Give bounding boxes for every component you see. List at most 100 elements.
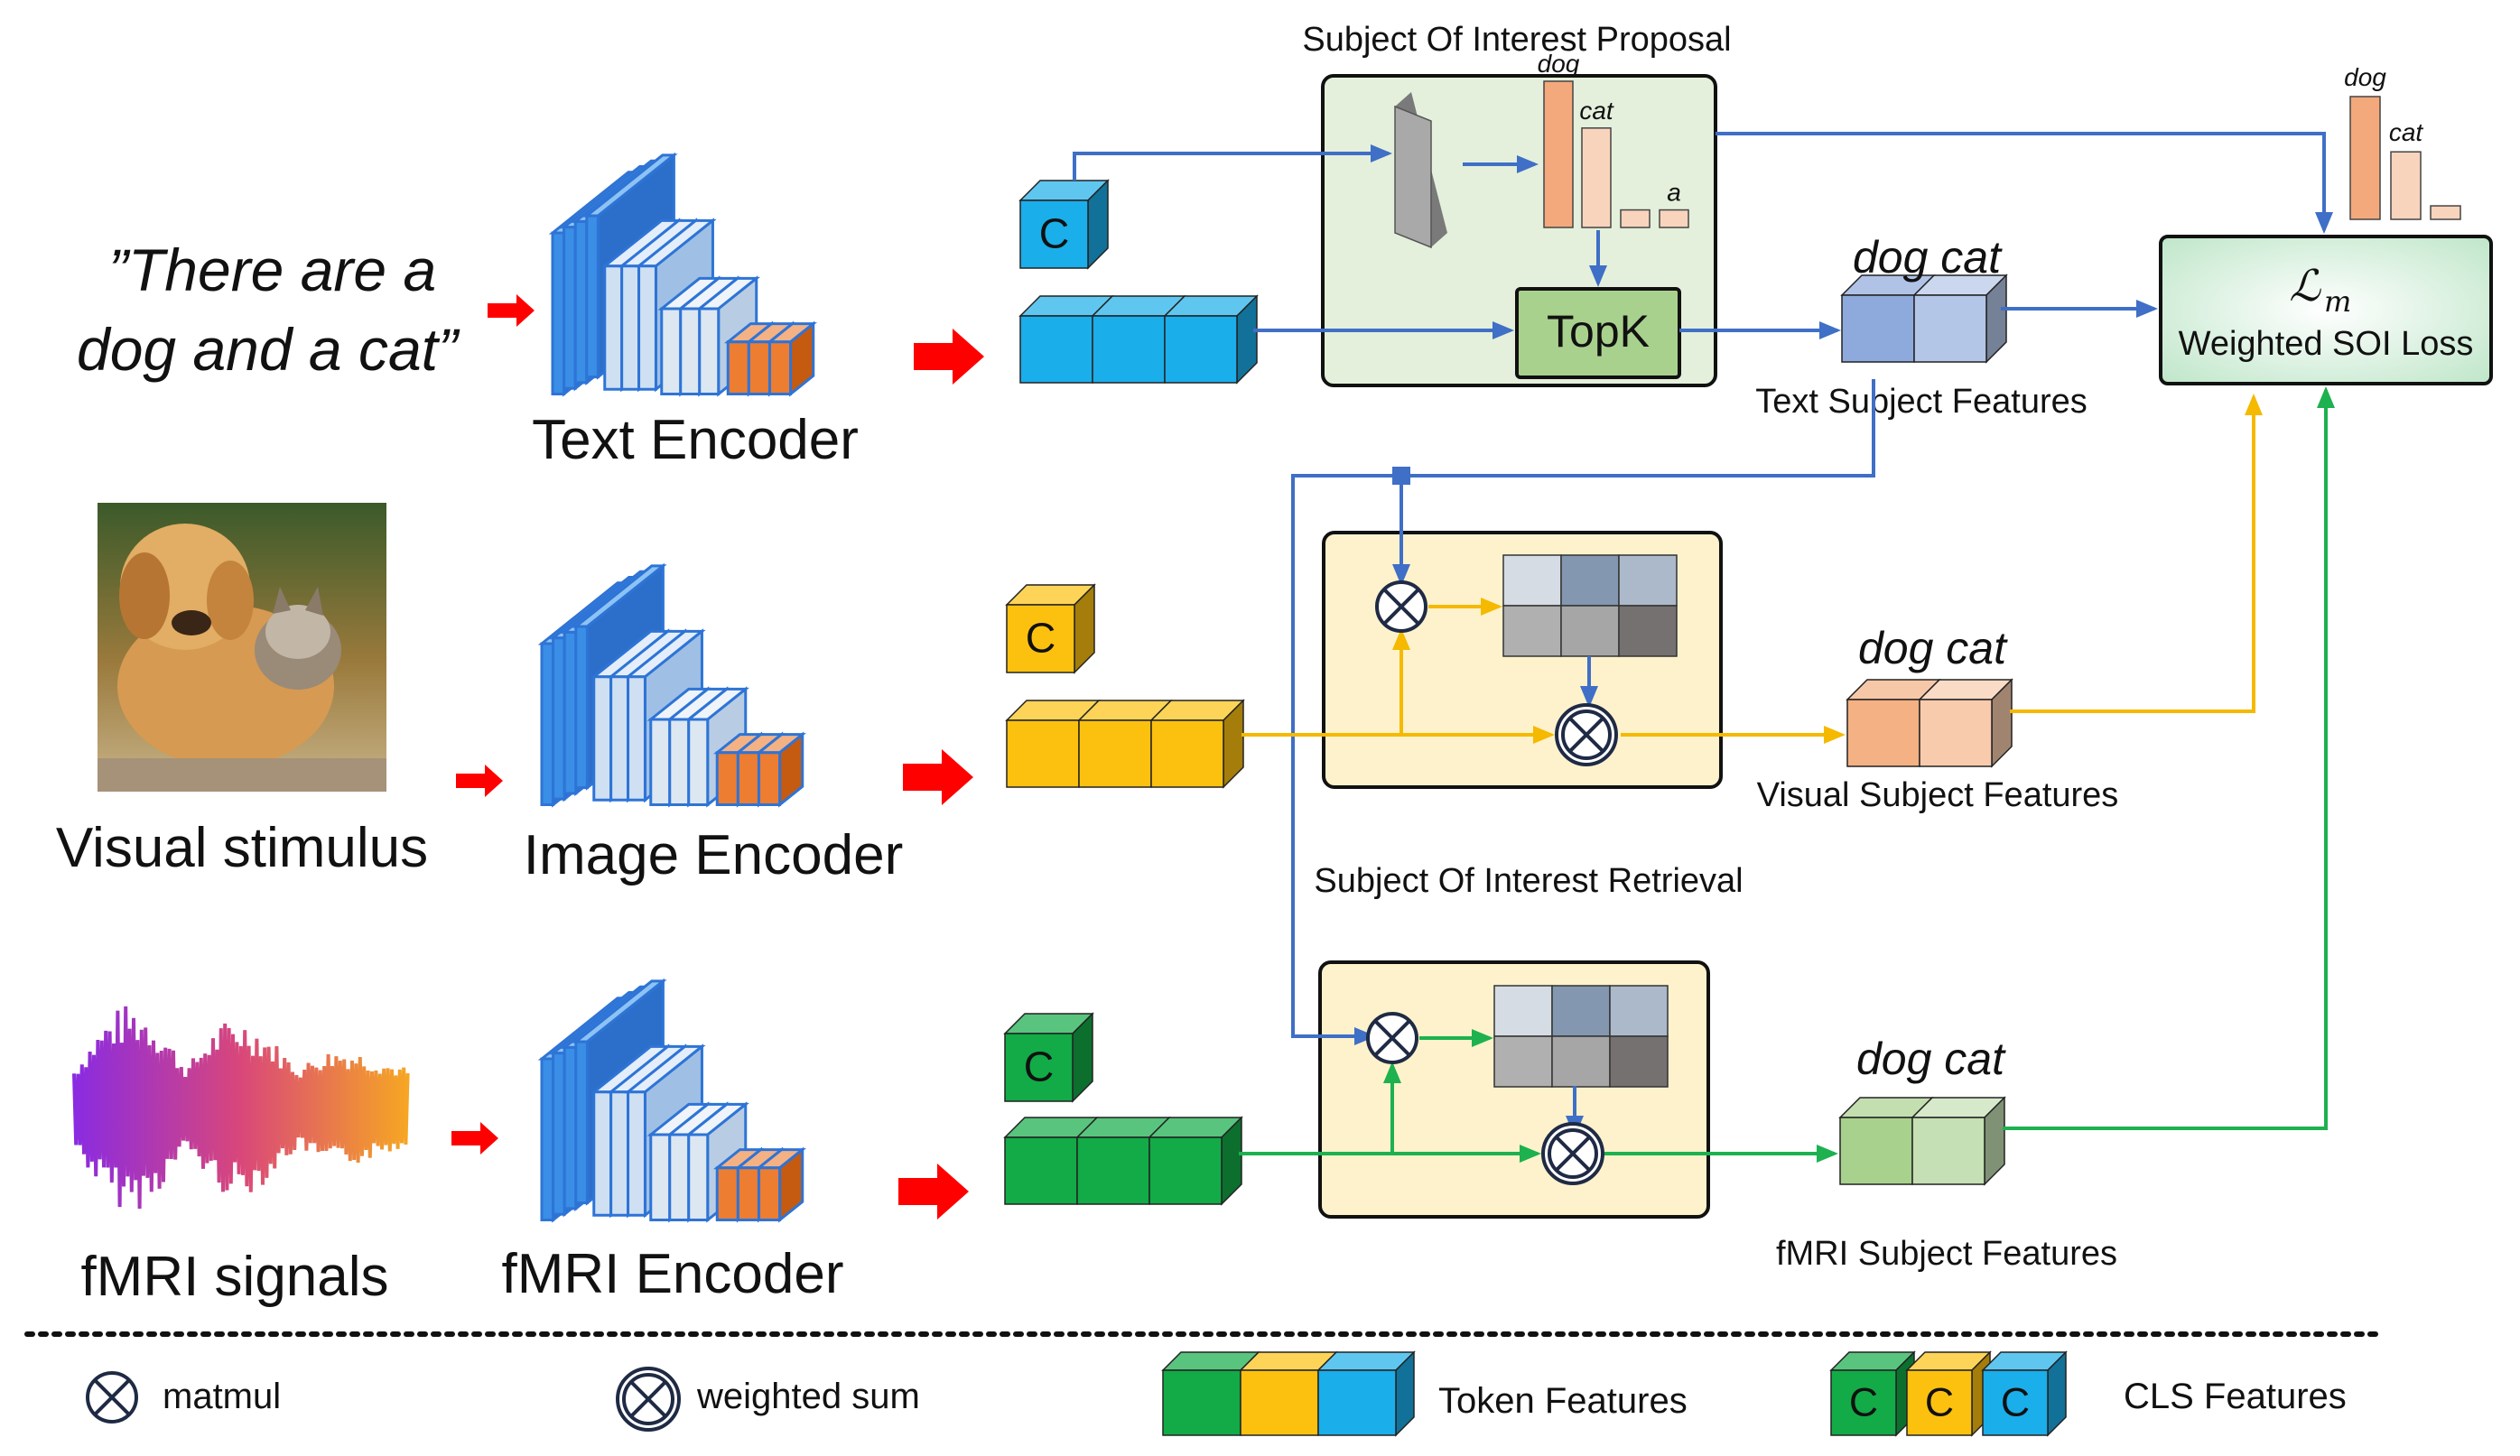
- fmri-subject-cubes: [1838, 1096, 2006, 1186]
- fmri-matmul-icon: [1366, 1012, 1418, 1064]
- text-token-cubes-face: [1164, 315, 1238, 384]
- encoder-mid-face: [592, 675, 613, 802]
- proposal-bar: [1543, 80, 1574, 228]
- legend-cls-blue-letter: C: [2001, 1380, 2030, 1424]
- legend-token-cubes-face: [1162, 1369, 1241, 1436]
- fmri-subject-cubes-face: [1839, 1117, 1913, 1185]
- fmri-encoder-label: fMRI Encoder: [501, 1243, 843, 1305]
- text-token-cubes: [1018, 294, 1259, 385]
- text-subject-cubes-face: [1841, 294, 1915, 363]
- fmri-cls-cube-letter: C: [1024, 1043, 1055, 1090]
- visual-similarity-cell: [1560, 554, 1620, 607]
- visual-token-cubes-face: [1078, 719, 1152, 788]
- legend-cls-yellow-letter: C: [1925, 1380, 1954, 1424]
- visual-weighted-sum-icon: [1555, 703, 1618, 766]
- fmri-similarity-cell: [1551, 1035, 1611, 1088]
- legend-token-cubes-face: [1317, 1369, 1397, 1436]
- encoder-plate-face: [552, 1052, 566, 1216]
- text-subject-cubes: [1840, 274, 2008, 364]
- arrow-image-to-encoder: [456, 765, 503, 797]
- encoder-mid-face: [627, 1090, 646, 1217]
- encoder-mid-face: [609, 1090, 630, 1217]
- topk-box: [1515, 287, 1681, 379]
- legend-cls-green-letter: C: [1849, 1380, 1878, 1424]
- operator-symbols: [1366, 580, 1618, 1185]
- fmri-similarity-cell: [1551, 985, 1611, 1037]
- encoder-orange-face: [757, 1166, 782, 1221]
- arrow-fmri-encoder-out: [898, 1164, 969, 1220]
- fmri-weighted-sum-icon-stroke: [1555, 1136, 1591, 1172]
- text-features-feedback: [1291, 379, 1875, 1045]
- encoder-plate-face: [574, 1040, 589, 1205]
- visual-subject-cubes-face: [1919, 699, 1993, 767]
- fmri-weighted-sum-icon: [1541, 1122, 1604, 1185]
- encoder-orange-face: [736, 751, 760, 806]
- fmri-token-cubes: [1003, 1116, 1243, 1206]
- legend-token-features-label: Token Features: [1438, 1381, 1688, 1421]
- encoder-small-face: [668, 718, 691, 806]
- arrow-text-encoder-out: [914, 329, 984, 385]
- legend-token-cubes-face: [1240, 1369, 1319, 1436]
- encoder-orange-face: [767, 340, 793, 395]
- encoder-small-face: [679, 307, 702, 395]
- encoder-small-face: [649, 718, 672, 806]
- projection-slab: [1394, 92, 1447, 249]
- proposal-bar-label: a: [1667, 179, 1681, 207]
- visual-similarity-cell: [1560, 605, 1620, 657]
- encoder-small-face: [660, 307, 683, 395]
- visual-token-cubes: [1005, 699, 1245, 789]
- red-arrows: [451, 294, 984, 1220]
- fmri-similarity-cell: [1609, 985, 1669, 1037]
- text-token-cubes-face: [1092, 315, 1166, 384]
- feature-cubes: C C C C C C: [1003, 179, 2068, 1437]
- legend-cls-yellow-face: [1906, 1369, 1973, 1436]
- legend-operators: [86, 1367, 681, 1432]
- encoder-small-face: [687, 1133, 710, 1221]
- legend-cls-green-face: [1830, 1369, 1897, 1436]
- fmri-subject-cubes-face: [1911, 1117, 1985, 1185]
- encoder-plate-face: [540, 1057, 555, 1221]
- text-cls-cube-face: [1019, 199, 1089, 269]
- visual-cls-cube-letter: C: [1026, 615, 1056, 662]
- encoder-mid-face: [592, 1090, 613, 1217]
- proposal-bar-label: cat: [1579, 97, 1614, 125]
- retrieval-title: Subject Of Interest Retrieval: [1314, 862, 1743, 900]
- text-cls-cube: C: [1018, 179, 1110, 270]
- fmri-subject-label: fMRI Subject Features: [1776, 1235, 2117, 1273]
- text-encoder-icon: [548, 152, 818, 397]
- text-token-cubes-face: [1019, 315, 1093, 384]
- encoder-plate-face: [540, 642, 555, 806]
- encoder-plate-face: [552, 636, 566, 801]
- junction-node: [1392, 467, 1410, 485]
- legend-cls-features-label: CLS Features: [2124, 1377, 2347, 1416]
- loss-label: Weighted SOI Loss: [2179, 325, 2474, 363]
- legend-cls-green: C: [1829, 1350, 1916, 1437]
- visual-similarity-cell: [1502, 605, 1562, 657]
- topk-label: TopK: [1547, 306, 1650, 357]
- visual-subject-label: Visual Subject Features: [1757, 776, 2119, 814]
- text-subject-words: dog cat: [1853, 232, 2003, 283]
- encoder-orange-face: [715, 751, 739, 806]
- visual-subject-cubes: [1846, 678, 2013, 768]
- fmri-token-cubes-face: [1004, 1136, 1078, 1205]
- loss-symbol: ℒ: [2289, 261, 2321, 311]
- encoder-plate-face: [551, 231, 566, 395]
- encoder-orange-face: [736, 1166, 760, 1221]
- visual-subject-cubes-face: [1846, 699, 1920, 767]
- text-subject-label: Text Subject Features: [1755, 383, 2088, 421]
- fmri-encoder-icon: [537, 978, 807, 1223]
- encoder-orange-face: [715, 1166, 739, 1221]
- encoder-small-face: [687, 718, 710, 806]
- visual-matmul-icon-stroke: [1382, 588, 1420, 626]
- legend-weighted-sum-label: weighted sum: [696, 1377, 920, 1416]
- legend-cls-blue: C: [1981, 1350, 2068, 1437]
- loss-bar: [2390, 151, 2422, 220]
- fmri-similarity-cell: [1609, 1035, 1669, 1088]
- encoder-plate-face: [563, 1045, 578, 1210]
- encoder-mid-face: [627, 675, 646, 802]
- encoder-small-face: [668, 1133, 691, 1221]
- legend-matmul-icon: [86, 1371, 138, 1424]
